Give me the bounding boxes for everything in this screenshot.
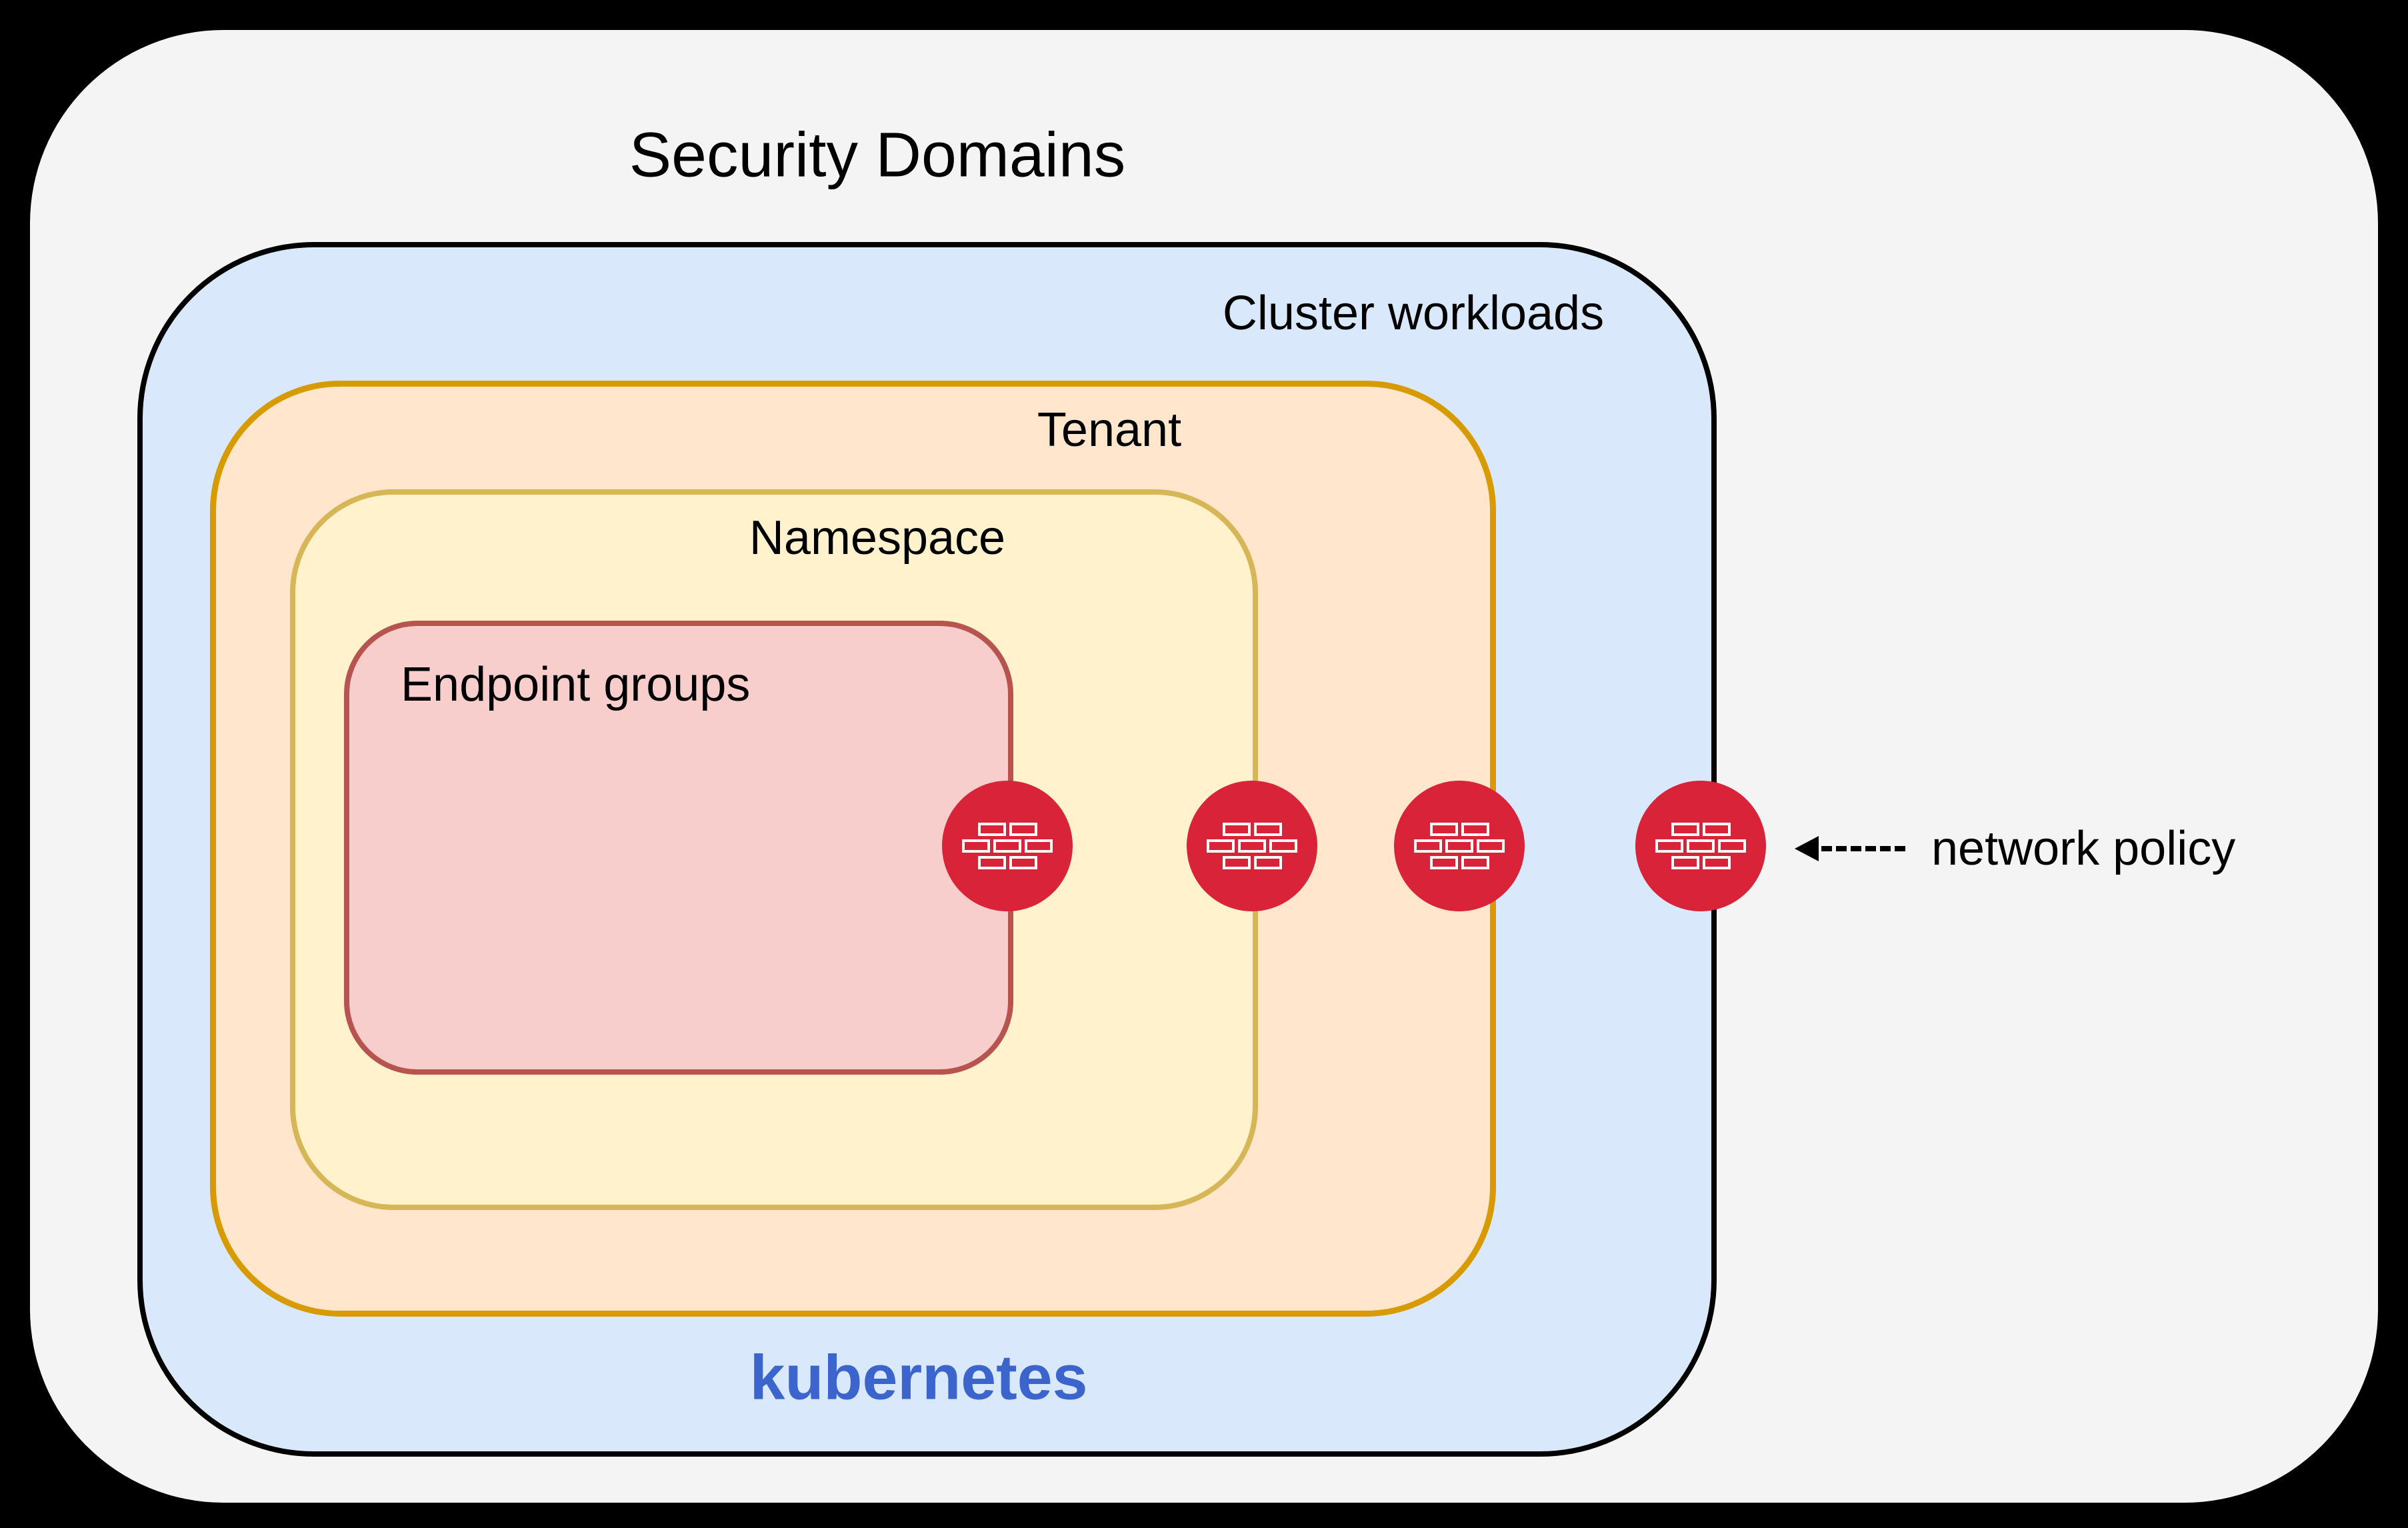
brick <box>1025 839 1053 853</box>
brick <box>977 823 1006 836</box>
brick <box>1671 856 1699 869</box>
dashed-arrow-line <box>1821 846 1905 851</box>
diagram-title: Security Domains <box>629 119 1126 191</box>
brick-row <box>1429 823 1489 836</box>
brick <box>977 856 1006 869</box>
brick-row <box>1671 823 1731 836</box>
brick-row <box>1222 823 1282 836</box>
brick <box>1222 823 1251 836</box>
brick-row <box>1207 839 1297 853</box>
namespace-label: Namespace <box>749 511 1006 565</box>
brick <box>1461 856 1489 869</box>
brick <box>1207 839 1235 853</box>
endpoint-groups-label: Endpoint groups <box>401 658 751 711</box>
brick-row <box>1414 839 1505 853</box>
brick-wall-glyph <box>1655 823 1746 869</box>
network-policy-label: network policy <box>1931 822 2236 875</box>
firewall-icon <box>1635 781 1766 911</box>
brick <box>1718 839 1746 853</box>
brick <box>993 839 1021 853</box>
arrowhead-left-icon <box>1795 836 1819 861</box>
brick-row <box>1222 856 1282 869</box>
brick <box>1414 839 1442 853</box>
brick-row <box>977 823 1037 836</box>
cluster-workloads-label: Cluster workloads <box>1222 287 1605 340</box>
brick <box>1429 823 1458 836</box>
brick <box>1461 823 1489 836</box>
brick-wall-glyph <box>1414 823 1505 869</box>
brick <box>1253 856 1282 869</box>
layer-endpoint-groups <box>344 621 1013 1075</box>
kubernetes-label: kubernetes <box>749 1342 1088 1413</box>
brick <box>1687 839 1715 853</box>
firewall-icon <box>1394 781 1525 911</box>
brick <box>1253 823 1282 836</box>
brick-row <box>1655 839 1746 853</box>
brick <box>1009 823 1037 836</box>
brick <box>1429 856 1458 869</box>
firewall-icon <box>1187 781 1317 911</box>
brick <box>1269 839 1297 853</box>
brick-wall-glyph <box>1207 823 1297 869</box>
brick-row <box>1429 856 1489 869</box>
tenant-label: Tenant <box>1037 403 1182 457</box>
brick <box>1445 839 1473 853</box>
brick <box>1655 839 1683 853</box>
firewall-icon <box>942 781 1073 911</box>
brick <box>1222 856 1251 869</box>
brick-row <box>977 856 1037 869</box>
brick <box>1671 823 1699 836</box>
brick <box>1009 856 1037 869</box>
brick <box>1702 823 1731 836</box>
brick-wall-glyph <box>962 823 1053 869</box>
security-domains-panel: Security Domains Cluster workloads Tenan… <box>30 30 2378 1503</box>
brick <box>1238 839 1266 853</box>
brick <box>962 839 990 853</box>
brick <box>1477 839 1505 853</box>
brick-row <box>962 839 1053 853</box>
brick-row <box>1671 856 1731 869</box>
brick <box>1702 856 1731 869</box>
